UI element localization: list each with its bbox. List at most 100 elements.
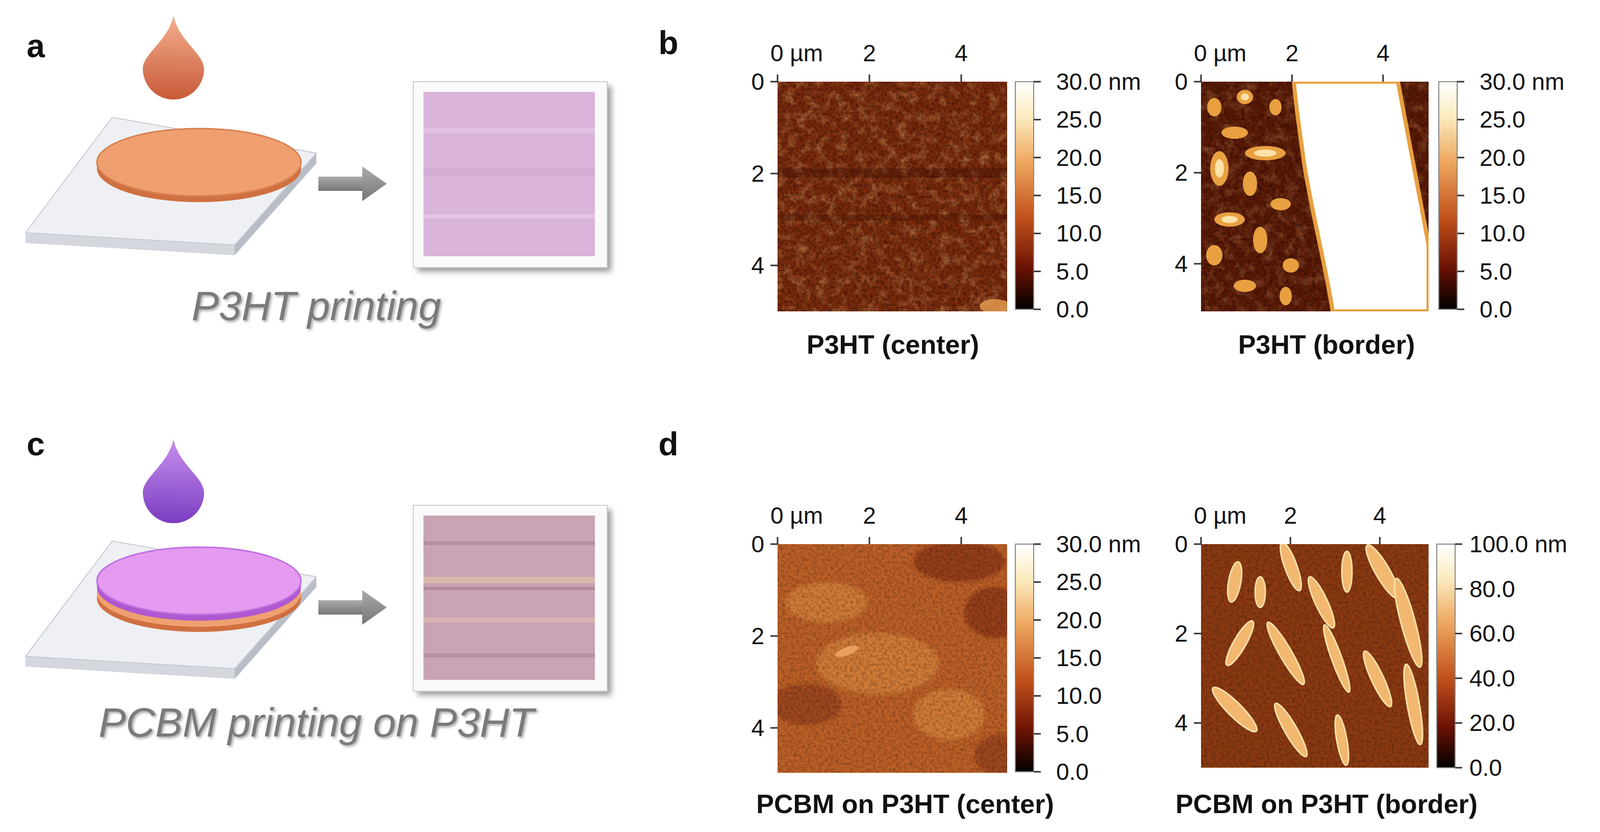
colorbar-label: 0.0 <box>1056 758 1089 785</box>
axis-tick-label: 0 <box>1174 68 1188 95</box>
tick-mark <box>1193 262 1202 265</box>
tick-mark <box>1033 657 1041 659</box>
tick-mark <box>1033 694 1041 697</box>
colorbar-label: 0.0 <box>1479 296 1513 323</box>
axis-tick-label: 2 <box>1174 620 1188 647</box>
tick-mark <box>868 74 871 82</box>
afm-image <box>1201 81 1429 312</box>
colorbar-label: 25.0 <box>1056 568 1103 595</box>
tick-mark <box>770 264 778 267</box>
tick-mark <box>1455 587 1463 590</box>
colorbar-label: 10.0 <box>1479 220 1526 247</box>
axis-tick-label: 0 <box>751 68 765 95</box>
tick-mark <box>1289 536 1292 544</box>
tick-mark <box>1033 732 1041 735</box>
colorbar-label: 20.0 <box>1469 709 1516 736</box>
axis-tick-label: 0 <box>751 531 765 558</box>
tick-mark <box>1291 74 1293 82</box>
axis-tick-label: 2 <box>1283 502 1297 529</box>
colorbar-label: 10.0 <box>1056 220 1103 247</box>
image-title: P3HT (border) <box>1238 330 1416 360</box>
axis-tick-label: 2 <box>751 160 765 187</box>
axis-tick-label: 4 <box>751 714 765 741</box>
tick-mark <box>1033 156 1041 159</box>
tick-mark <box>1457 270 1465 272</box>
panel-letter: b <box>658 25 679 61</box>
tick-mark <box>1457 232 1465 235</box>
tick-mark <box>1033 232 1041 235</box>
panel-letter: d <box>658 426 679 462</box>
tick-mark <box>1457 81 1465 83</box>
axes <box>770 74 1465 772</box>
tick-mark <box>777 536 779 544</box>
tick-mark <box>770 727 778 729</box>
tick-mark <box>770 543 778 545</box>
tick-mark <box>1455 766 1463 769</box>
tick-mark <box>1382 74 1384 82</box>
tick-mark <box>960 536 963 544</box>
colorbar <box>1015 543 1034 772</box>
tick-mark <box>1033 118 1041 121</box>
tick-mark <box>1200 74 1203 82</box>
tick-mark <box>1033 618 1041 621</box>
axis-tick-label: 2 <box>1174 159 1188 186</box>
panel-letter: a <box>26 28 45 64</box>
colorbar-label: 5.0 <box>1056 258 1089 285</box>
axis-tick-label: 0 µm <box>770 502 823 529</box>
colorbar <box>1436 543 1456 768</box>
axis-tick-label: 4 <box>1376 40 1390 67</box>
panel-letter: c <box>26 426 45 462</box>
colorbar-label: 80.0 <box>1469 575 1516 602</box>
tick-mark <box>1455 721 1463 724</box>
colorbar-label: 5.0 <box>1056 720 1089 747</box>
tick-mark <box>1455 543 1463 545</box>
tick-mark <box>1457 194 1465 197</box>
tick-mark <box>770 81 778 83</box>
colorbar <box>1438 81 1458 310</box>
colorbar-label: 15.0 <box>1479 182 1526 209</box>
tick-mark <box>1033 81 1041 83</box>
tick-mark <box>1200 536 1203 544</box>
schematic-caption: P3HT printing <box>191 283 441 329</box>
colorbar-label: 0.0 <box>1469 754 1503 781</box>
colorbar-label: 30.0 nm <box>1056 531 1141 558</box>
axis-tick-label: 0 µm <box>1193 502 1247 529</box>
tick-mark <box>770 635 778 637</box>
axis-tick-label: 4 <box>1174 251 1188 278</box>
colorbar-label: 15.0 <box>1056 644 1103 671</box>
afm-image <box>1201 543 1429 768</box>
tick-mark <box>1193 632 1202 635</box>
tick-mark <box>960 74 963 82</box>
colorbar-label: 10.0 <box>1056 682 1103 709</box>
colorbar-label: 100.0 nm <box>1469 531 1568 558</box>
tick-mark <box>1455 677 1463 679</box>
tick-mark <box>1033 308 1041 311</box>
colorbar-label: 25.0 <box>1479 106 1526 133</box>
tick-mark <box>1033 270 1041 272</box>
tick-mark <box>777 74 779 82</box>
axis-tick-label: 2 <box>1285 40 1299 67</box>
colorbar-label: 0.0 <box>1056 296 1089 323</box>
schematic-caption: PCBM printing on P3HT <box>98 700 535 745</box>
tick-mark <box>1033 581 1041 583</box>
axis-tick-label: 0 <box>1174 531 1188 558</box>
schematic-a <box>25 15 612 272</box>
image-title: P3HT (center) <box>806 330 980 360</box>
axis-tick-label: 4 <box>751 252 765 279</box>
colorbar-label: 30.0 nm <box>1479 68 1565 95</box>
schematic-c <box>25 438 612 695</box>
tick-mark <box>1455 632 1463 635</box>
image-title: PCBM on P3HT (center) <box>756 789 1055 819</box>
tick-mark <box>1193 543 1202 545</box>
afm-image <box>777 543 1008 773</box>
axis-tick-label: 4 <box>1373 502 1387 529</box>
tick-mark <box>868 536 871 544</box>
axis-tick-label: 4 <box>954 502 968 529</box>
tick-mark <box>1193 171 1202 174</box>
colorbar-label: 40.0 <box>1469 665 1516 692</box>
axis-tick-label: 4 <box>1174 709 1188 736</box>
colorbar-label: 15.0 <box>1056 182 1103 209</box>
axis-tick-label: 2 <box>751 622 765 649</box>
tick-mark <box>770 172 778 175</box>
axis-tick-label: 2 <box>862 502 877 529</box>
